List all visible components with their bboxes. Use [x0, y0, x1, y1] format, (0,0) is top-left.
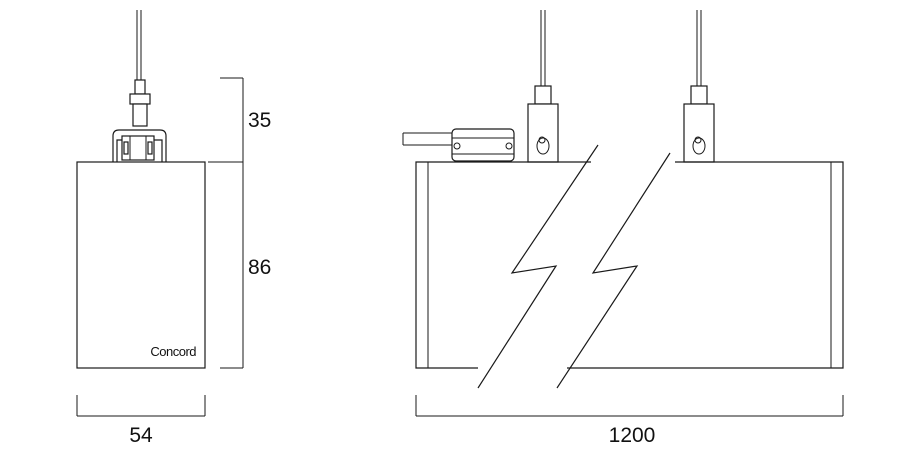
side-suspension-wire: [136, 10, 142, 80]
side-width-dimension: [76, 395, 206, 417]
front-hanger-left: [527, 85, 559, 163]
front-suspension-wire-left: [540, 10, 546, 86]
dimension-label-1200: 1200: [609, 424, 656, 447]
front-luminaire-body: [415, 161, 844, 369]
dimension-label-86: 86: [248, 256, 271, 279]
side-mounting-clip: [112, 129, 167, 162]
break-line-left: [477, 144, 599, 389]
cable-connector: [451, 128, 515, 162]
front-suspension-wire-right: [696, 10, 702, 86]
side-height-dimension: [208, 77, 244, 369]
front-hanger-right: [683, 85, 715, 163]
dimension-label-35: 35: [248, 109, 271, 132]
side-luminaire-body: [76, 161, 206, 369]
brand-label: Concord: [150, 344, 196, 359]
break-line-right: [556, 152, 671, 389]
front-length-dimension: [415, 395, 844, 417]
side-view: Concord 35 86 54: [76, 10, 271, 447]
dimension-label-54: 54: [129, 424, 153, 447]
power-cable: [402, 132, 452, 146]
side-wire-gripper: [129, 79, 151, 127]
front-view: 1200: [402, 10, 844, 447]
